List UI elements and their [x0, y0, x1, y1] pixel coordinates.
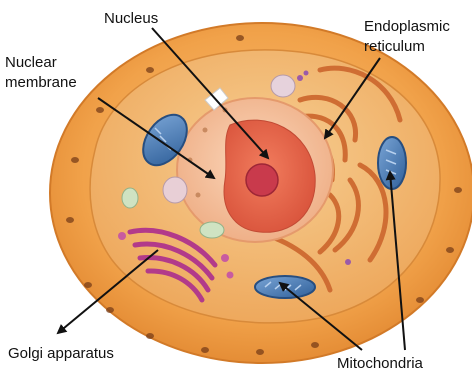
label-er-line2: reticulum: [364, 38, 425, 55]
label-nuclear-membrane-line1: Nuclear: [5, 54, 57, 71]
label-nuclear-membrane-line2: membrane: [5, 74, 77, 91]
label-er-line1: Endoplasmic: [364, 18, 450, 35]
nucleolus: [246, 164, 278, 196]
label-golgi: Golgi apparatus: [8, 345, 114, 362]
label-nucleus: Nucleus: [104, 10, 158, 27]
label-mitochondria: Mitochondria: [337, 355, 424, 372]
nucleus: [177, 98, 333, 242]
